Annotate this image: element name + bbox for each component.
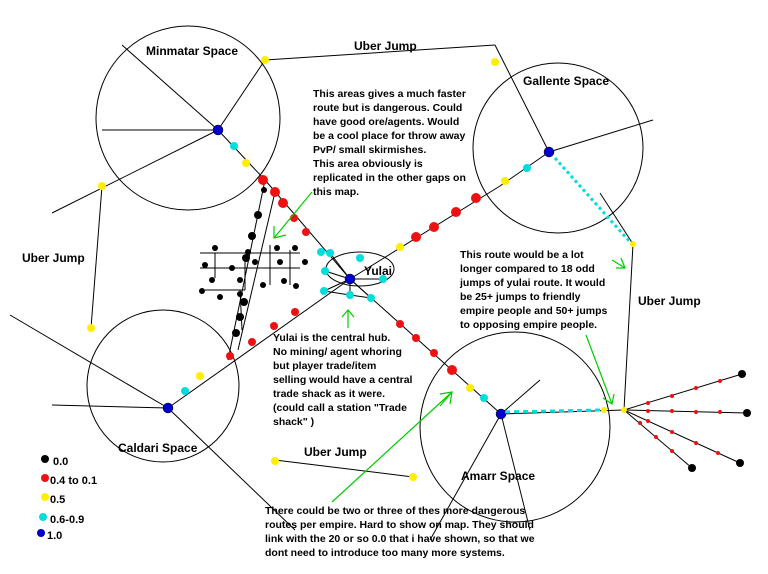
gap-note-line: have good ore/agents. Would [313, 116, 459, 128]
gallente-long-route [553, 157, 632, 243]
gallente-space-circle [472, 62, 644, 234]
bottom-note-line: link with the 20 or so 0.0 that i have s… [265, 533, 535, 545]
legend-swatch [37, 529, 45, 537]
bottom-note-line: dont need to introduce too many more sys… [265, 547, 505, 559]
gap-note-line: route but is dangerous. Could [313, 102, 462, 114]
hub-note: Yulai is the central hub. No mining/ age… [273, 332, 415, 428]
uber-jump-left-label: Uber Jump [22, 251, 85, 265]
legend-label: 0.5 [50, 494, 65, 506]
hub-note-line: No mining/ agent whoring [273, 346, 402, 358]
uber-jump-top-label: Uber Jump [354, 39, 417, 53]
legend-label: 0.4 to 0.1 [50, 475, 97, 487]
bottom-note: There could be two or three of thes more… [265, 505, 537, 559]
amarr-space-label: Amarr Space [461, 469, 535, 483]
caldari-space-circle [86, 309, 240, 463]
uber-jump-right-label: Uber Jump [638, 294, 701, 308]
route-note-line: empire people and 50+ jumps [460, 305, 607, 317]
hub-note-line: selling would have a central [273, 374, 413, 386]
caldari-space-label: Caldari Space [118, 441, 198, 455]
bottom-note-line: routes per empire. Hard to show on map. … [265, 519, 534, 531]
legend-label: 0.6-0.9 [50, 514, 84, 526]
amarr-outer-routes [638, 379, 722, 455]
hub-note-line: Yulai is the central hub. [273, 332, 390, 344]
route-note-line: be 25+ jumps to friendly [460, 291, 581, 303]
hub-note-line: but player trade/item [273, 360, 376, 372]
legend-swatch [41, 493, 49, 501]
amarr-long-route [504, 408, 601, 414]
route-note-line: jumps of yulai route. It would [459, 277, 605, 289]
uber-jump-bottom-label: Uber Jump [304, 445, 367, 459]
hub-note-line: trade shack as it were. [273, 388, 385, 400]
route-note: This route would be a lot longer compare… [459, 249, 610, 331]
null-sec-cluster-lines [200, 245, 300, 331]
route-note-line: to opposing empire people. [460, 319, 597, 331]
route-note-line: longer compared to 18 odd [460, 263, 595, 275]
gap-note-line: This areas gives a much faster [313, 88, 466, 100]
bottom-note-line: There could be two or three of thes more… [265, 505, 525, 517]
gallente-space-label: Gallente Space [523, 74, 609, 88]
gap-note-line: replicated in the other gaps on [313, 172, 466, 184]
gap-note-line: this map. [313, 186, 359, 198]
route-note-line: This route would be a lot [460, 249, 584, 261]
legend-swatch [39, 513, 47, 521]
null-sec-cluster [199, 187, 308, 337]
amarr-space-circle [419, 331, 611, 523]
legend-swatch [41, 474, 49, 482]
legend: 0.0 0.4 to 0.1 0.5 0.6-0.9 1.0 [37, 455, 97, 542]
legend-swatch [41, 455, 49, 463]
system-dots [87, 56, 636, 481]
hub-note-line: (could call a station "Trade [273, 402, 407, 414]
gap-note-line: This area obviously is [313, 158, 423, 170]
minmatar-space-circle [95, 25, 281, 211]
minmatar-space-label: Minmatar Space [146, 44, 238, 58]
hub-note-line: shack" ) [273, 416, 314, 428]
yulai-label: Yulai [364, 264, 392, 278]
gap-note-line: PvP/ small skirmishes. [313, 144, 426, 156]
gap-note-line: be a cool place for throw away [313, 130, 465, 142]
amarr-outer-endpoints [688, 370, 751, 472]
legend-label: 1.0 [47, 530, 62, 542]
gap-note: This areas gives a much faster route but… [313, 88, 469, 198]
annotation-arrows [273, 191, 626, 503]
legend-label: 0.0 [53, 456, 68, 468]
